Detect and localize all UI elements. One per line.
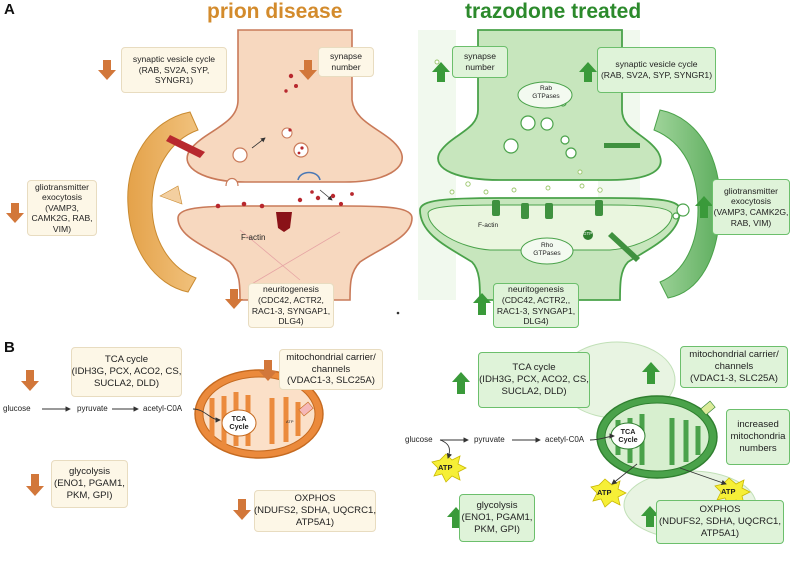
box-tca-cycle-trazodone: TCA cycle (IDH3G, PCX, ACO2, CS, SUCLA2,… (478, 352, 590, 408)
box-neuritogenesis-prion: neuritogenesis (CDC42, ACTR2, RAC1-3, SY… (248, 283, 334, 328)
box-neuritogenesis-trazodone: neuritogenesis (CDC42, ACTR2,, RAC1-3, S… (493, 283, 579, 328)
prion-aggregates (166, 73, 354, 232)
prion-astrocyte (127, 111, 199, 293)
box-oxphos-trazodone: OXPHOS (NDUFS2, SDHA, UQCRC1, ATP5A1) (656, 500, 784, 544)
box-glycolysis-prion: glycolysis (ENO1, PGAM1, PKM, GPI) (51, 460, 128, 508)
rho-gtpases-label: Rho GTPases (533, 242, 561, 257)
acetyl-coa-label-prion: acetyl-C0A (143, 404, 183, 413)
box-oxphos-prion: OXPHOS (NDUFS2, SDHA, UQCRC1, ATP5A1) (254, 490, 376, 532)
trazodone-particles (434, 59, 603, 195)
box-synapse-number-prion: synapse number (318, 47, 374, 77)
box-tca-cycle-prion: TCA cycle (IDH3G, PCX, ACO2, CS, SUCLA2,… (71, 347, 182, 397)
trazodone-astrocyte (653, 109, 721, 299)
factin-label-trazodone: F-actin (478, 222, 499, 229)
acetyl-coa-label-trazodone: acetyl-C0A (545, 435, 585, 444)
tca-cycle-mito-label-trazodone: TCA Cycle (618, 427, 638, 444)
glucose-label-trazodone: glucose (405, 435, 433, 444)
box-gliotransmitter-trazodone: gliotransmitter exocytosis (VAMP3, CAMK2… (712, 179, 790, 235)
trazodone-receptors (492, 143, 640, 262)
box-gliotransmitter-prion: gliotransmitter exocytosis (VAMP3, CAMK2… (27, 180, 97, 236)
glucose-label-prion: glucose (3, 404, 31, 413)
factin-label-prion: F-actin (241, 233, 266, 242)
pyruvate-label-prion: pyruvate (77, 404, 108, 413)
atp-bursts (431, 453, 751, 508)
box-increased-mitochondria: increased mitochondria numbers (726, 409, 790, 465)
box-synaptic-vesicle-cycle-trazodone: synaptic vesicle cycle (RAB, SV2A, SYP, … (597, 47, 716, 93)
tca-cycle-mito-label-prion: TCA Cycle (229, 414, 249, 431)
atp-synthase-label-prion: ATP (286, 419, 294, 424)
trazodone-treated-title: trazodone treated (465, 0, 642, 23)
panel-letter-a: A (4, 1, 15, 18)
prion-disease-title: prion disease (207, 0, 343, 23)
box-synapse-number-trazodone: synapse number (452, 46, 508, 78)
atp-label-2: ATP (597, 488, 612, 497)
stray-dot (396, 311, 400, 315)
pathway-arrows (42, 406, 727, 486)
pyruvate-label-trazodone: pyruvate (474, 435, 505, 444)
box-mito-carrier-prion: mitochondrial carrier/ channels (VDAC1-3… (279, 349, 383, 390)
trazodone-vesicles (503, 81, 690, 265)
box-glycolysis-trazodone: glycolysis (ENO1, PGAM1, PKM, GPI) (459, 494, 535, 542)
rab-gtpases-label: Rab GTPases (532, 85, 560, 100)
gtp-label: GTP (583, 231, 593, 236)
left-mitochondrion (194, 369, 324, 459)
prion-vesicles (225, 127, 333, 201)
panel-letter-b: B (4, 339, 15, 356)
atp-label-3: ATP (721, 487, 736, 496)
box-synaptic-vesicle-cycle-prion: synaptic vesicle cycle (RAB, SV2A, SYP, … (121, 47, 227, 93)
atp-label-1: ATP (438, 463, 453, 472)
box-mito-carrier-trazodone: mitochondrial carrier/ channels (VDAC1-3… (680, 346, 788, 388)
